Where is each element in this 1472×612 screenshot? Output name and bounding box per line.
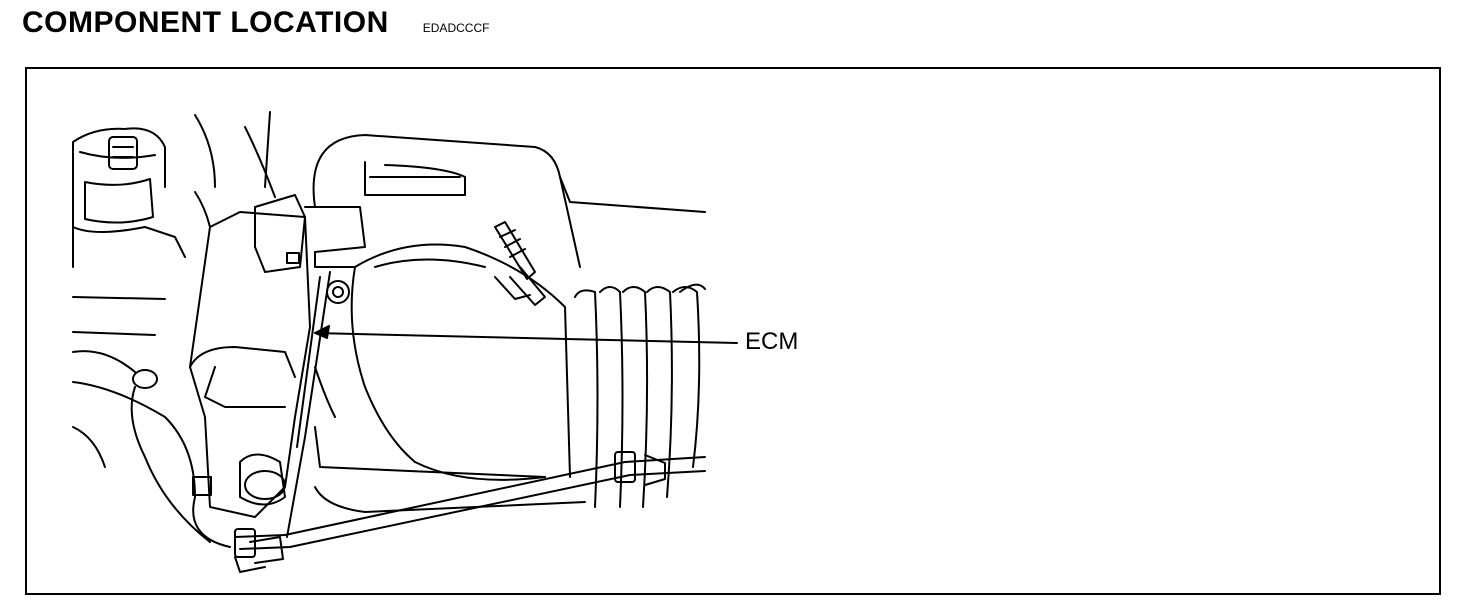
bottom-pipe-drawing bbox=[234, 451, 706, 573]
intake-duct-drawing bbox=[350, 243, 571, 481]
reservoir-cap-drawing bbox=[72, 127, 186, 268]
ecm-panel-drawing bbox=[286, 271, 350, 538]
callout-ecm-label: ECM bbox=[745, 328, 799, 355]
bracket-assembly-drawing bbox=[189, 111, 311, 518]
page-header: COMPONENT LOCATION EDADCCCF bbox=[22, 6, 489, 50]
sensor-bolt-drawing bbox=[494, 221, 546, 306]
left-hoses-drawing bbox=[72, 296, 231, 548]
air-box-drawing bbox=[312, 134, 706, 513]
engine-bay-illustration bbox=[72, 111, 738, 573]
connector-drawing bbox=[254, 194, 366, 273]
ecm-leader-arrow bbox=[314, 325, 738, 344]
page-title: COMPONENT LOCATION bbox=[22, 6, 389, 39]
document-code: EDADCCCF bbox=[422, 21, 490, 35]
figure-frame bbox=[25, 67, 1441, 595]
